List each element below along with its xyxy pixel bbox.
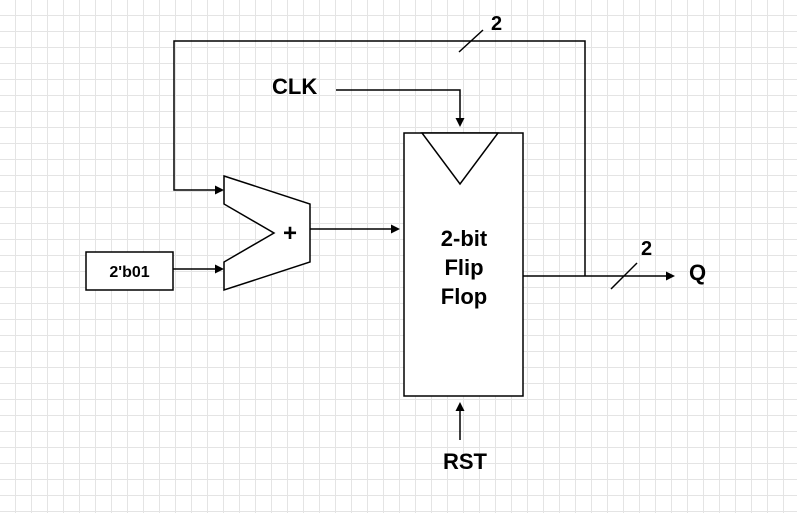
flipflop-label-line1: 2-bit xyxy=(441,226,488,251)
rst-label: RST xyxy=(443,449,488,474)
feedback-arrowhead xyxy=(215,185,224,195)
rst-arrowhead xyxy=(455,402,465,411)
constant-label: 2'b01 xyxy=(109,264,149,281)
adder-plus-symbol: + xyxy=(283,220,297,247)
feedback-wire xyxy=(173,40,586,276)
clk-wire xyxy=(336,89,461,119)
output-width-label: 2 xyxy=(641,238,652,260)
constant-arrowhead xyxy=(215,264,224,274)
clk-label: CLK xyxy=(272,74,317,99)
flipflop-label-line2: Flip xyxy=(444,255,483,280)
adder-block xyxy=(223,174,311,292)
flipflop-label-line3: Flop xyxy=(441,284,487,309)
output-arrowhead xyxy=(666,271,675,281)
q-label: Q xyxy=(689,260,706,285)
constant-box xyxy=(85,251,174,291)
adder-output-arrowhead xyxy=(391,224,400,234)
clock-triangle xyxy=(420,132,500,186)
feedback-width-label: 2 xyxy=(491,13,502,35)
clk-arrowhead xyxy=(455,118,465,127)
feedback-bus-slash xyxy=(458,29,484,53)
output-bus-slash xyxy=(610,262,638,290)
